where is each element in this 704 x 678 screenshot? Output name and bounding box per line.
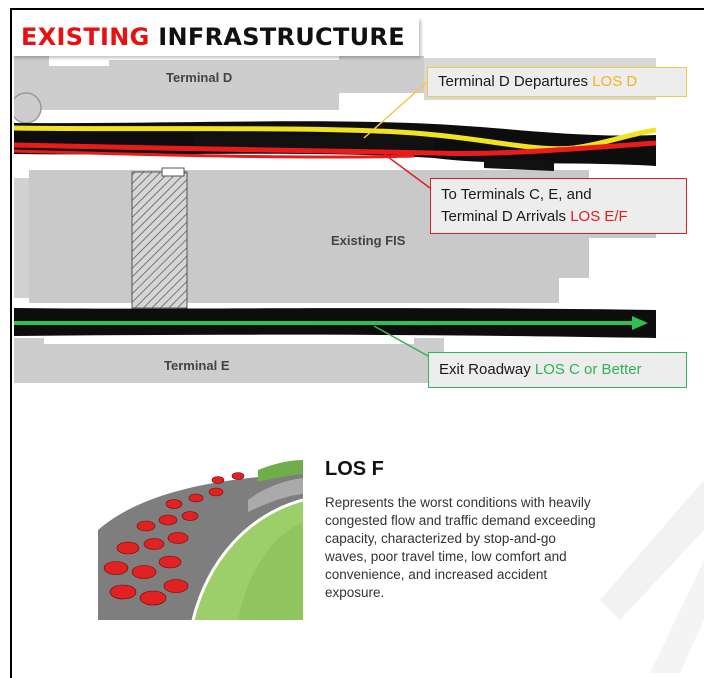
existing-fis-label: Existing FIS bbox=[331, 233, 406, 248]
callout-exit: Exit Roadway LOS C or Better bbox=[428, 352, 687, 388]
leader-arrivals bbox=[383, 153, 431, 189]
los-f-illustration bbox=[98, 460, 304, 621]
title-rest: INFRASTRUCTURE bbox=[158, 23, 405, 51]
callout-departures-los: LOS D bbox=[592, 73, 638, 90]
callout-exit-label: Exit Roadway bbox=[439, 361, 535, 378]
traffic-jam-image bbox=[98, 460, 304, 621]
terminal-e-label: Terminal E bbox=[164, 358, 230, 373]
congested-cars bbox=[103, 472, 245, 606]
leader-departures bbox=[363, 81, 428, 139]
terminal-e-building bbox=[14, 338, 444, 383]
los-ef-lane bbox=[14, 140, 656, 156]
los-heading: LOS F bbox=[325, 458, 384, 480]
terminal-d-label: Terminal D bbox=[166, 70, 232, 85]
callout-arrivals-los: LOS E/F bbox=[570, 208, 628, 225]
terminal-d-building bbox=[14, 56, 339, 110]
decorative-watermark bbox=[600, 480, 704, 673]
title-accent: EXISTING bbox=[21, 23, 150, 51]
callout-departures: Terminal D Departures LOS D bbox=[427, 67, 687, 97]
callout-departures-label: Terminal D Departures bbox=[438, 73, 593, 90]
callout-arrivals-line1: To Terminals C, E, and bbox=[441, 186, 592, 203]
hatched-structure bbox=[131, 171, 188, 309]
los-c-lane bbox=[14, 320, 635, 325]
callout-exit-los: LOS C or Better bbox=[534, 361, 642, 378]
leader-exit bbox=[373, 325, 429, 357]
los-d-lane bbox=[14, 125, 656, 152]
slide-title: EXISTING INFRASTRUCTURE bbox=[12, 18, 419, 56]
exit-arrowhead bbox=[632, 316, 648, 330]
slide-frame bbox=[10, 8, 704, 678]
callout-arrivals-line2: Terminal D Arrivals bbox=[441, 208, 571, 225]
terminal-d-rotunda bbox=[14, 92, 42, 124]
los-description: Represents the worst conditions with hea… bbox=[325, 495, 596, 600]
callout-arrivals: To Terminals C, E, and Terminal D Arriva… bbox=[430, 178, 687, 234]
